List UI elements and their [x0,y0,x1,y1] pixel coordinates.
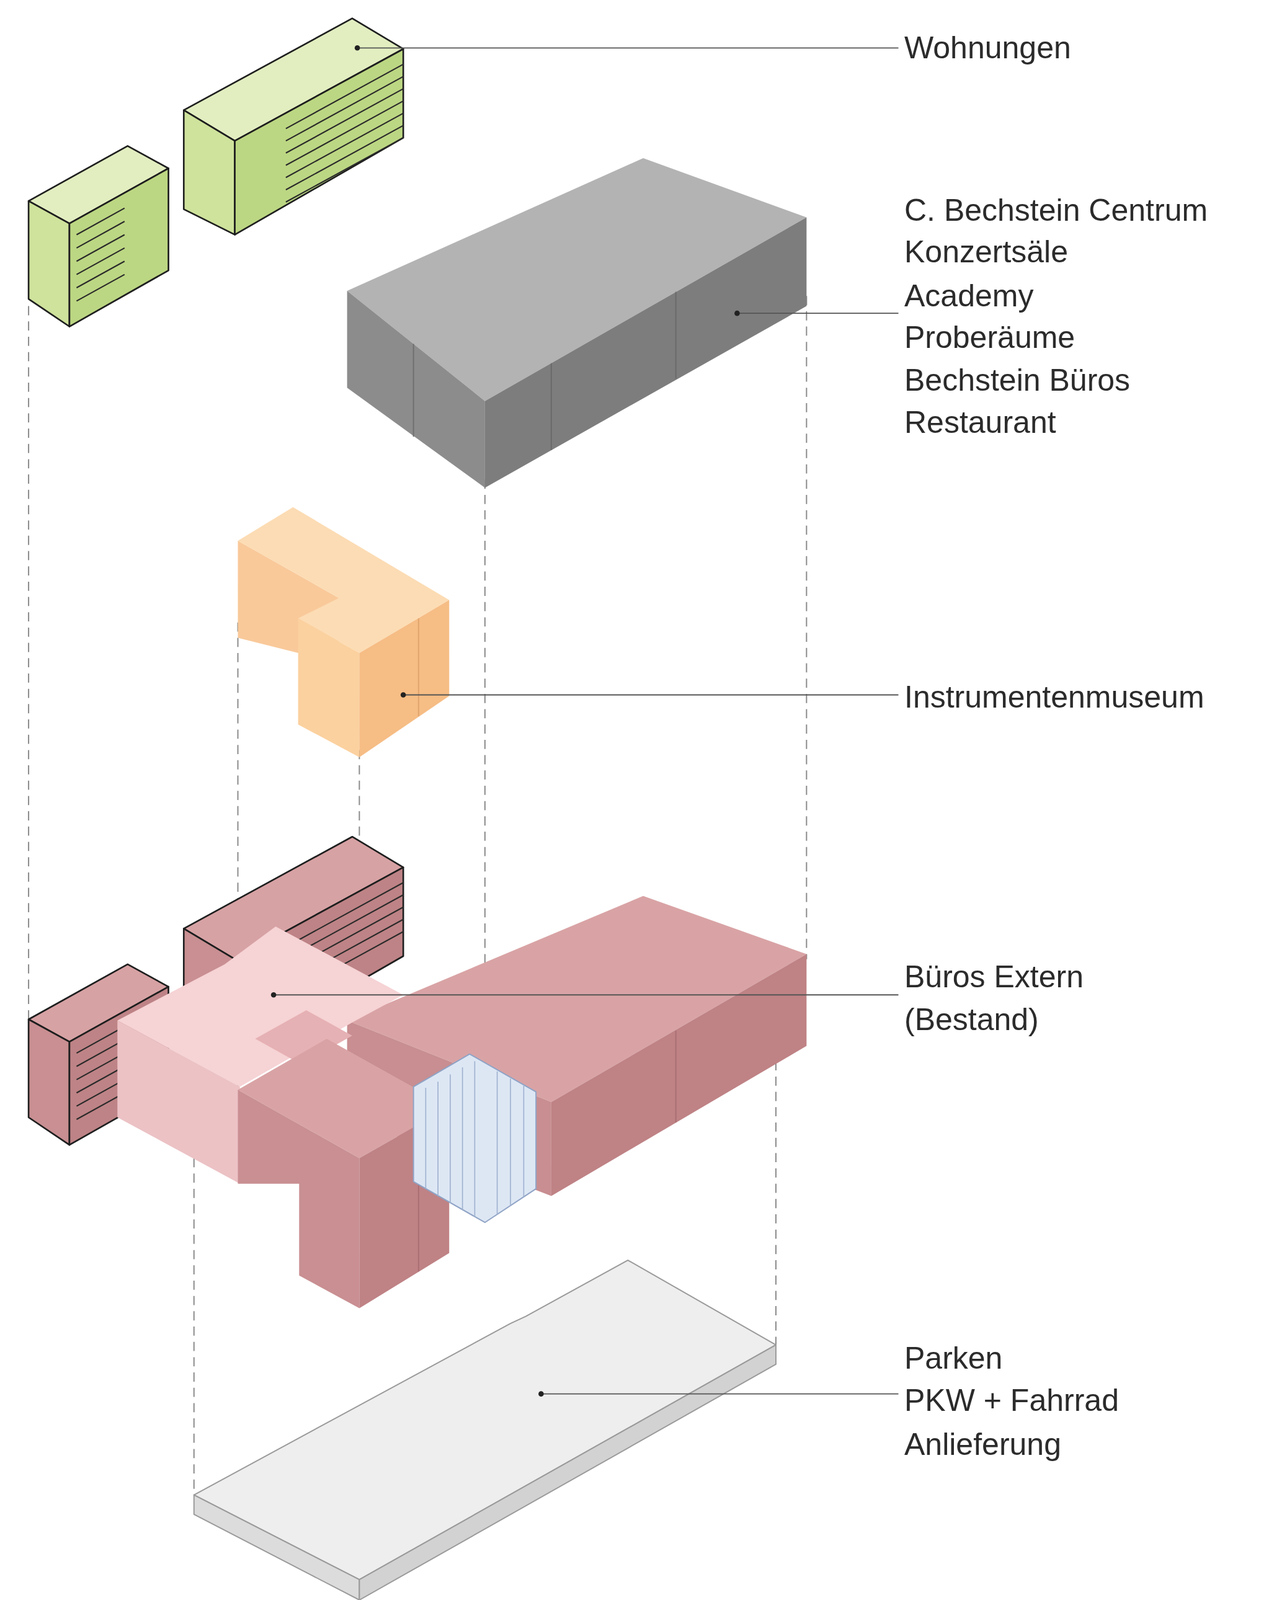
parking-slab [194,1260,776,1600]
balcony-line [76,234,125,262]
callout-label: Instrumentenmuseum [904,676,1205,719]
balcony-line [76,1053,125,1080]
balcony-line [285,88,404,154]
museum-block [238,507,450,758]
edge-line [550,363,553,451]
leader-lines [273,47,899,1394]
projection-line [27,306,30,1021]
balcony-line [76,1066,125,1093]
callout-label: Wohnungen [904,26,1072,70]
callout-label: Anlieferung [904,1423,1062,1467]
callout-label: Büros Extern (Bestand) [904,955,1116,1042]
leader-dot [354,45,361,51]
edge-line [675,292,677,379]
block-face [235,48,404,235]
mullion [425,1087,427,1189]
housing-blocks [28,18,404,327]
balcony-line [76,1040,125,1067]
projection-line [193,1112,195,1495]
balcony-line [76,261,125,288]
balcony-line [76,1079,125,1107]
block-face [117,1020,241,1184]
block-face [347,290,486,489]
balcony-line [76,208,125,236]
mullion [474,1061,476,1217]
callout-label: Academy [904,274,1034,318]
leader-dot [734,310,740,317]
leader-line [357,47,899,49]
leader-dot [400,692,407,698]
block-face [485,217,807,488]
block-face [238,1089,360,1309]
callout-label: Restaurant [904,401,1057,445]
edge-line [675,1030,677,1123]
block-face [298,618,360,758]
balcony-line [285,64,404,130]
bechstein-block [347,158,807,488]
callout-label: Parken [904,1337,1003,1381]
mullion [462,1067,464,1211]
balcony-line [76,274,125,302]
leader-dot [271,992,277,998]
block-face [183,110,235,236]
leader-line [403,694,899,696]
balconies [76,64,404,302]
block-face [359,600,450,758]
slab-face [194,1495,360,1600]
block-face [28,1019,70,1145]
balcony-line [285,137,404,203]
mullion [496,1071,499,1215]
leader-line [273,994,899,996]
callout-label: C. Bechstein Centrum [904,189,1208,232]
callout-label: PKW + Fahrrad [904,1379,1119,1423]
balcony-line [285,125,404,190]
glass-tower [413,1054,537,1223]
balcony-line [285,882,404,948]
balcony-line [285,76,404,141]
leader-dots [271,45,740,1397]
block-face [551,953,807,1196]
block-face [28,200,70,327]
balcony-line [285,113,404,179]
leader-line [540,1393,899,1395]
leader-dot [538,1391,544,1397]
mullion [523,1086,525,1198]
mullion [437,1081,439,1196]
callout-label: Proberäume [904,316,1075,360]
callout-label: Konzertsäle [904,230,1069,274]
projection-line [775,1046,777,1346]
balcony-line [76,1092,125,1120]
balcony-line [285,101,404,166]
edge-line [413,344,415,438]
balcony-line [76,221,125,249]
balcony-line [76,248,125,275]
projection-line [805,295,807,960]
office-core [117,926,450,1309]
callout-label: Bechstein Büros [904,359,1131,402]
edge-line [418,618,420,717]
glass-mullions [425,1061,524,1217]
slab-top [194,1260,776,1580]
slab-face [359,1345,776,1600]
balcony-line [76,1026,125,1054]
mullion [449,1074,451,1204]
leader-line [736,312,899,314]
block-face [69,168,169,327]
glass-volume [413,1054,537,1223]
mullion [509,1078,512,1207]
